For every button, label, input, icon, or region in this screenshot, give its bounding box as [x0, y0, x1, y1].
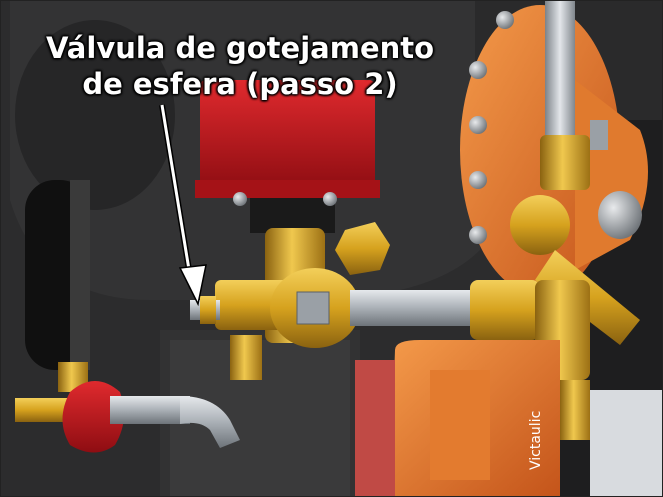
drip-valve-callout: Válvula de gotejamento de esfera (passo …: [0, 30, 480, 102]
callout-line-2: de esfera (passo 2): [82, 67, 398, 101]
orange-flange: [460, 5, 648, 295]
pressure-gauge: [25, 180, 90, 392]
hex-plug: [335, 222, 390, 275]
vertical-pipe: [545, 0, 575, 150]
red-handwheel: [15, 381, 240, 453]
orange-lower-body: [355, 340, 663, 497]
ball-drip-valve: [190, 296, 220, 324]
brand-label: Victaulic: [528, 411, 544, 470]
callout-arrow: [159, 104, 207, 307]
brass-fittings-right: [470, 135, 640, 440]
red-cap: [195, 80, 380, 233]
callout-line-1: Válvula de gotejamento: [45, 31, 435, 65]
brass-tee: [215, 228, 360, 380]
